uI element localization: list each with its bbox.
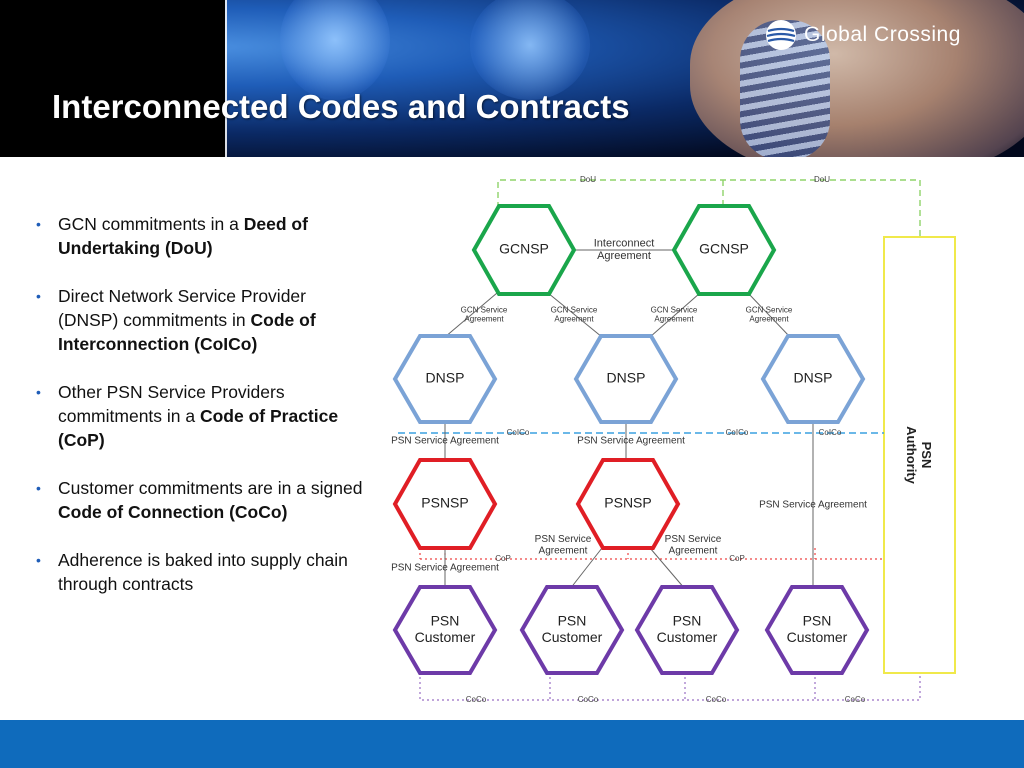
cop-label: CoP [495,554,511,563]
customer-hexagon [392,585,498,675]
customer-hexagon [764,585,870,675]
bullet-list: • GCN commitments in a Deed of Undertaki… [36,212,366,620]
psnsp-hexagon [392,458,498,550]
dou-line [497,179,921,237]
customer-label: PSN [673,613,702,629]
gcn-service-line [547,292,603,338]
bullet-bold-text: Code of Interconnection (CoICo) [58,310,316,354]
dou-label: DoU [580,175,596,184]
chess-piece-glow [470,0,590,100]
bullet-item: • Adherence is baked into supply chain t… [36,548,366,596]
header-banner [0,0,1024,157]
dnsp-label: DNSP [607,370,646,386]
bullet-text: Other PSN Service Providers commitments … [58,382,285,426]
dnsp-hexagon [392,334,498,424]
psn-service-line [649,547,686,590]
bullet-dot: • [36,216,41,232]
gcn-service-line [444,292,498,338]
coco-label: CoCo [845,695,866,704]
bullet-item: • Customer commitments are in a signed C… [36,476,366,524]
bullet-bold-text: Code of Practice (CoP) [58,406,339,450]
gcn-service-agreement-label: Agreement [654,315,694,324]
psn-authority-label: Authority [904,426,919,485]
slide-title: Interconnected Codes and Contracts [52,88,630,125]
bullet-dot: • [36,480,41,496]
customer-label: Customer [787,629,848,645]
gcnsp-label: GCNSP [699,241,749,257]
gcn-service-agreement-label: GCN Service [551,306,598,315]
coco-label: CoCo [466,695,487,704]
brand-logo: Global Crossing [764,18,961,52]
customer-hexagon [519,585,625,675]
chess-piece-glow [280,0,390,100]
bullet-text: Direct Network Service Provider (DNSP) c… [58,286,306,330]
dnsp-hexagon [573,334,679,424]
psn-service-agreement-label: PSN Service Agreement [577,436,685,447]
dnsp-hexagon [760,334,866,424]
psn-service-agreement-label: Agreement [669,545,718,556]
bullet-bold-text: Code of Connection (CoCo) [58,502,288,522]
globe-icon [766,20,796,50]
header-divider [225,0,227,157]
psn-authority-label: PSN [919,442,934,469]
psn-service-agreement-label: PSN Service [665,534,722,545]
coico-label: CoICo [507,428,530,437]
bullet-dot: • [36,552,41,568]
bullet-item: • GCN commitments in a Deed of Undertaki… [36,212,366,260]
bullet-item: • Direct Network Service Provider (DNSP)… [36,284,366,356]
bullet-dot: • [36,384,41,400]
psnsp-hexagon [575,458,681,550]
coco-label: CoCo [706,695,727,704]
dnsp-label: DNSP [426,370,465,386]
gcn-service-line [747,292,791,338]
customer-hexagon [634,585,740,675]
footer-bar [0,720,1024,768]
bullet-dot: • [36,288,41,304]
gcn-service-agreement-label: GCN Service [461,306,508,315]
coco-label: CoCo [578,695,599,704]
bullet-text: GCN commitments in a [58,214,244,234]
coico-label: CoICo [819,428,842,437]
psnsp-label: PSNSP [604,495,651,511]
psn-service-agreement-label: PSN Service Agreement [759,500,867,511]
bullet-bold-text: Deed of Undertaking (DoU) [58,214,308,258]
cop-label: CoP [729,554,745,563]
gcn-service-agreement-label: Agreement [554,315,594,324]
gcn-service-line [649,292,701,338]
gcnsp-hexagon [671,204,777,296]
header-left-panel [0,0,225,157]
psn-service-line [569,547,603,590]
customer-label: PSN [431,613,460,629]
gcnsp-hexagon [471,204,577,296]
coico-label: CoICo [726,428,749,437]
bullet-item: • Other PSN Service Providers commitment… [36,380,366,452]
customer-label: Customer [657,629,718,645]
brand-name: Global Crossing [804,23,961,46]
psn-service-agreement-label: PSN Service Agreement [391,436,499,447]
interconnect-label: Agreement [597,250,651,262]
bullet-text: Adherence is baked into supply chain thr… [58,550,348,594]
coco-line [419,672,921,701]
dou-label: DoU [814,175,830,184]
psnsp-label: PSNSP [421,495,468,511]
gcnsp-label: GCNSP [499,241,549,257]
interconnect-label: Interconnect [594,238,655,250]
customer-label: PSN [803,613,832,629]
customer-label: Customer [415,629,476,645]
dnsp-label: DNSP [794,370,833,386]
psn-service-agreement-label: Agreement [539,545,588,556]
psn-service-agreement-label: PSN Service [535,534,592,545]
gcn-service-agreement-label: GCN Service [746,306,793,315]
customer-label: PSN [558,613,587,629]
psn-authority-box [883,236,956,674]
gcn-service-agreement-label: Agreement [749,315,789,324]
gcn-service-agreement-label: Agreement [464,315,504,324]
customer-label: Customer [542,629,603,645]
bullet-text: Customer commitments are in a signed [58,478,363,498]
psn-service-agreement-label: PSN Service Agreement [391,563,499,574]
gcn-service-agreement-label: GCN Service [651,306,698,315]
